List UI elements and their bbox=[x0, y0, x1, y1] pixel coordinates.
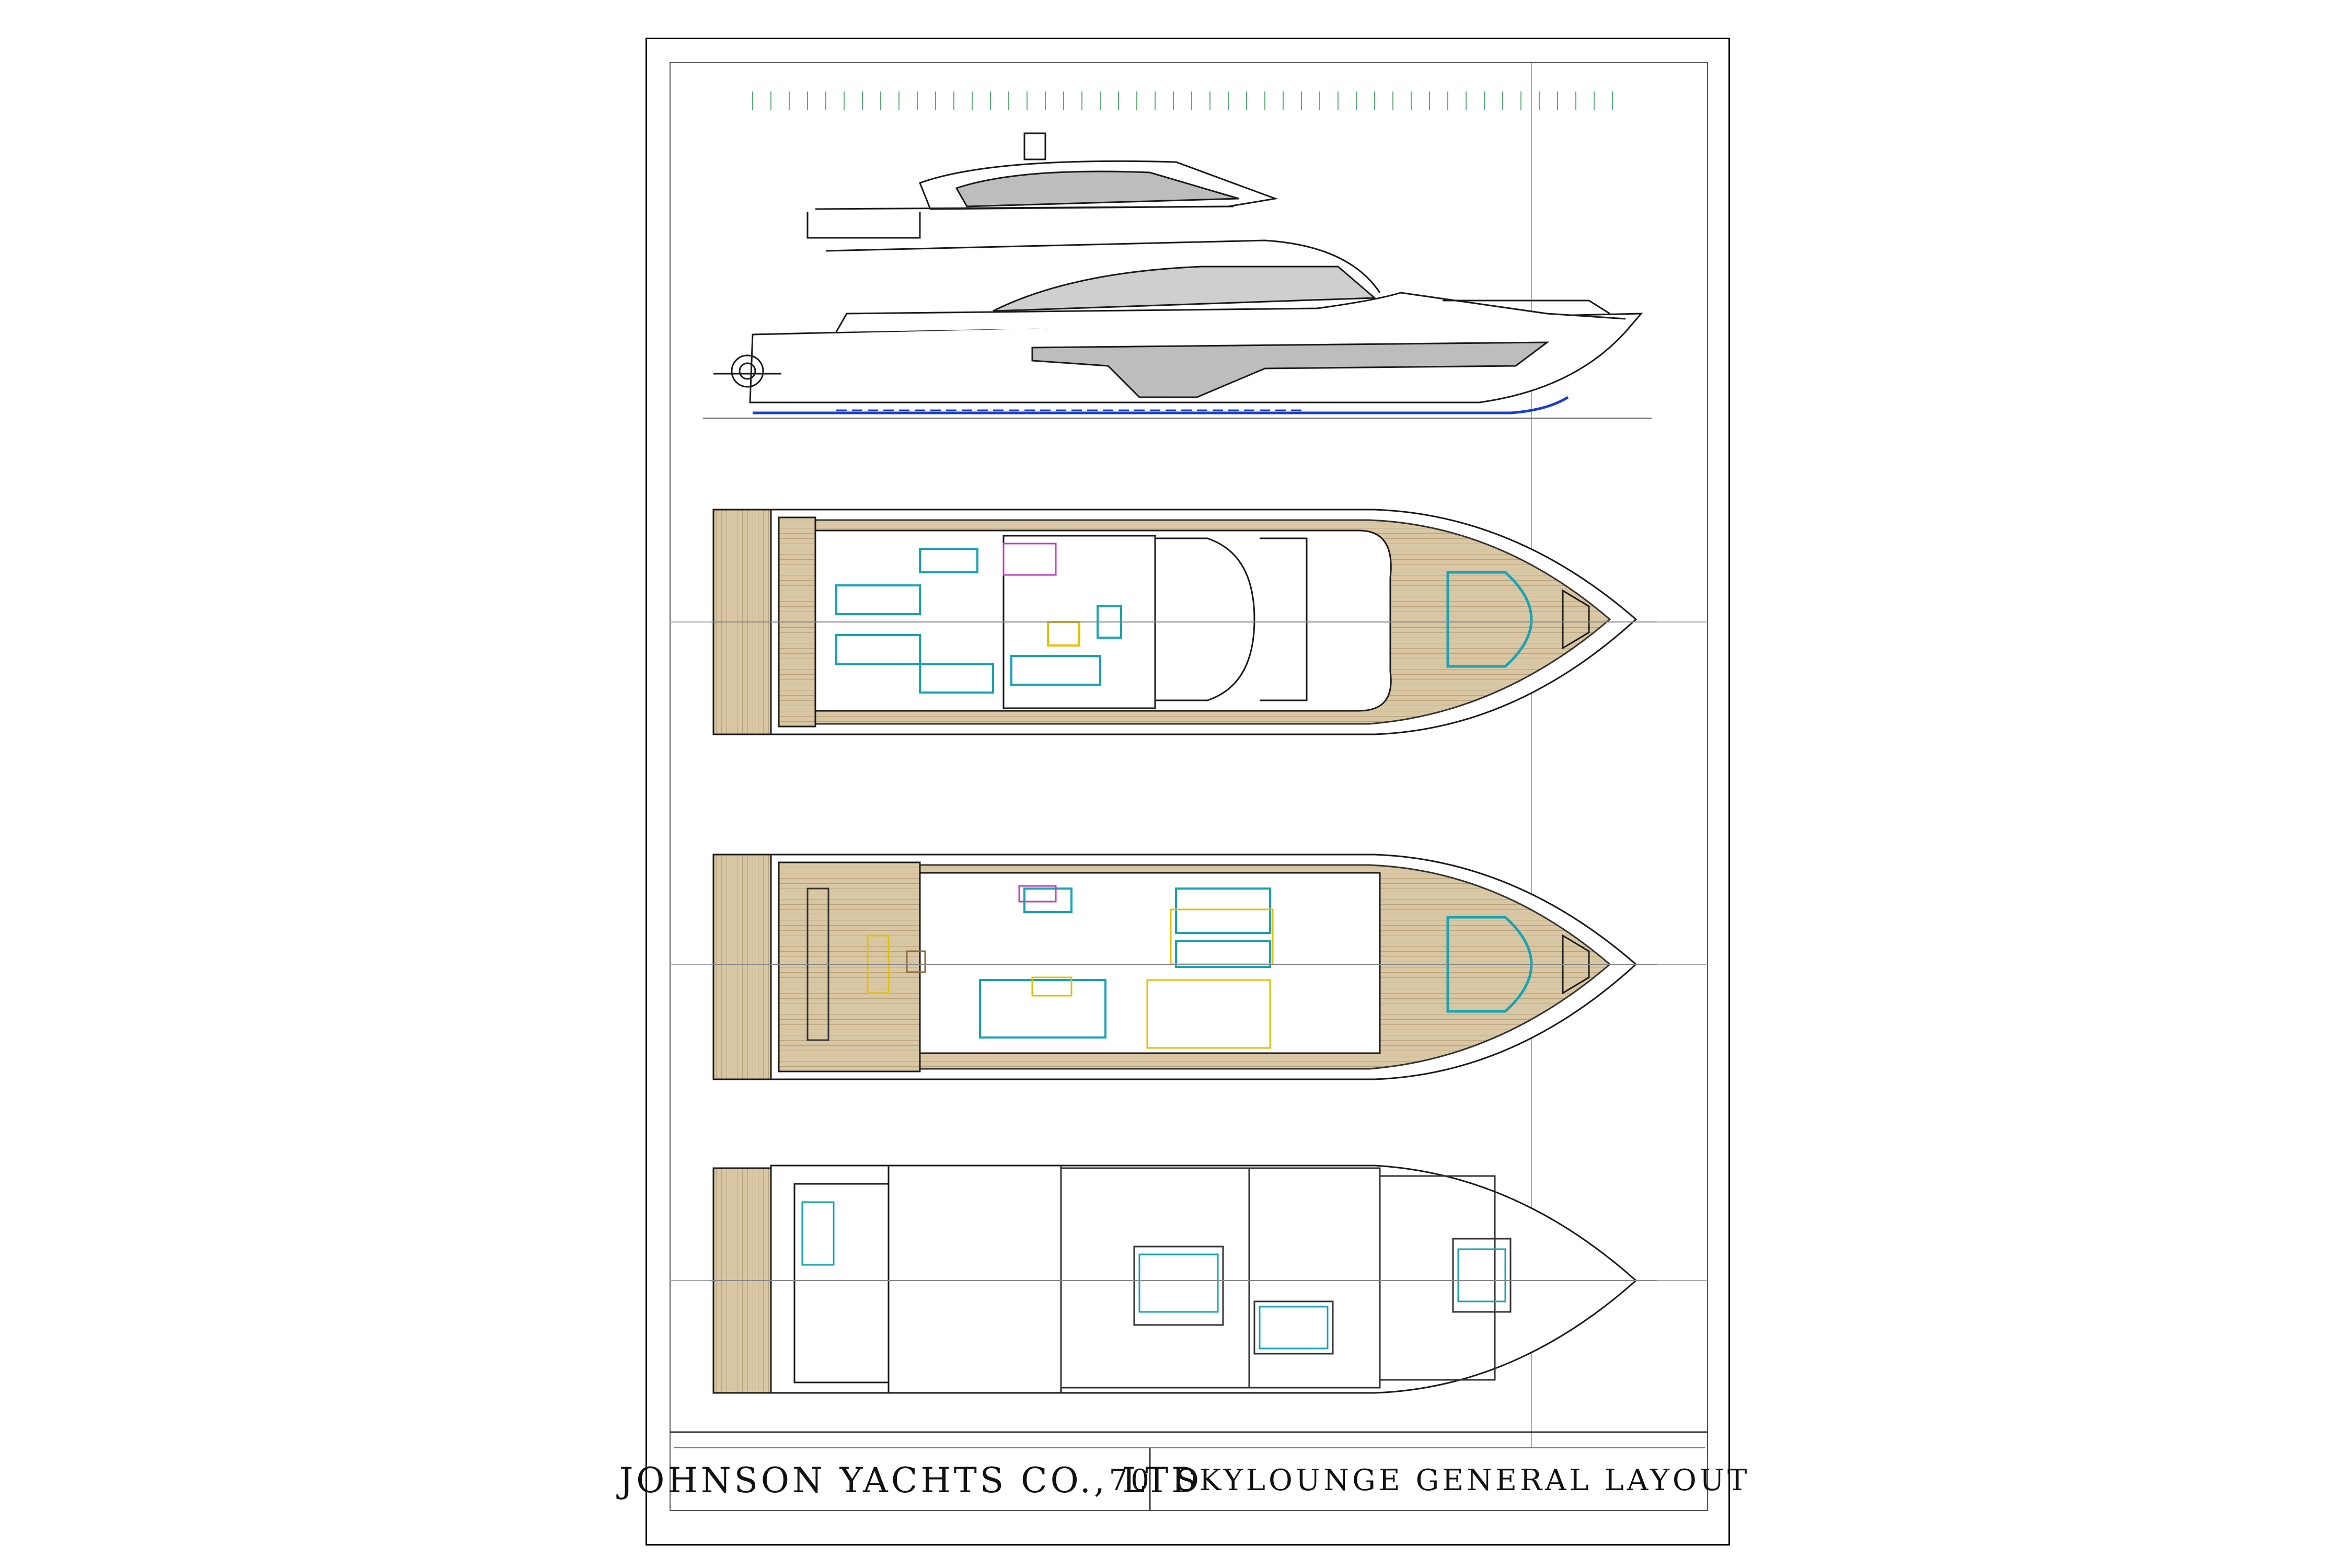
main-deck-glass bbox=[993, 266, 1377, 312]
hull-window bbox=[1031, 341, 1550, 398]
main-deck-superstructure bbox=[835, 292, 1626, 332]
saloon bbox=[919, 872, 1381, 1054]
main-deck-plan bbox=[711, 854, 1657, 1080]
beds bbox=[801, 1201, 1506, 1350]
tender bbox=[731, 354, 764, 388]
flybridge-plan bbox=[711, 509, 1657, 735]
aft-cockpit bbox=[778, 861, 921, 1073]
radar-mast bbox=[1023, 132, 1046, 160]
bow-rail bbox=[1443, 299, 1610, 315]
station-ticks bbox=[752, 91, 1613, 110]
profile-view bbox=[703, 132, 1652, 419]
stair bbox=[1002, 543, 1057, 576]
bow-sunpad bbox=[1446, 571, 1533, 668]
cabins bbox=[1060, 1167, 1512, 1389]
flybridge-rail bbox=[806, 212, 921, 239]
swim-platform bbox=[712, 854, 777, 1080]
skylounge-deck bbox=[825, 239, 1381, 293]
anchor-well bbox=[1562, 589, 1590, 650]
title-block bbox=[670, 1431, 1708, 1511]
waterline bbox=[753, 396, 1569, 414]
flybridge-glass bbox=[955, 170, 1239, 207]
furniture bbox=[835, 548, 1122, 694]
anchor-well bbox=[1562, 934, 1590, 995]
drawing-title: 70' SKYLOUNGE GENERAL LAYOUT bbox=[1109, 1463, 1750, 1497]
lower-deck-plan bbox=[711, 1165, 1657, 1394]
company-name: JOHNSON YACHTS CO., LTD bbox=[619, 1460, 1203, 1501]
stair bbox=[1018, 885, 1057, 903]
deckhouse bbox=[814, 529, 1392, 712]
helm-console bbox=[1155, 537, 1255, 701]
galley bbox=[1146, 979, 1271, 1049]
windscreen bbox=[1260, 537, 1308, 701]
hull-outline bbox=[770, 1165, 1638, 1394]
furniture bbox=[979, 887, 1271, 1039]
